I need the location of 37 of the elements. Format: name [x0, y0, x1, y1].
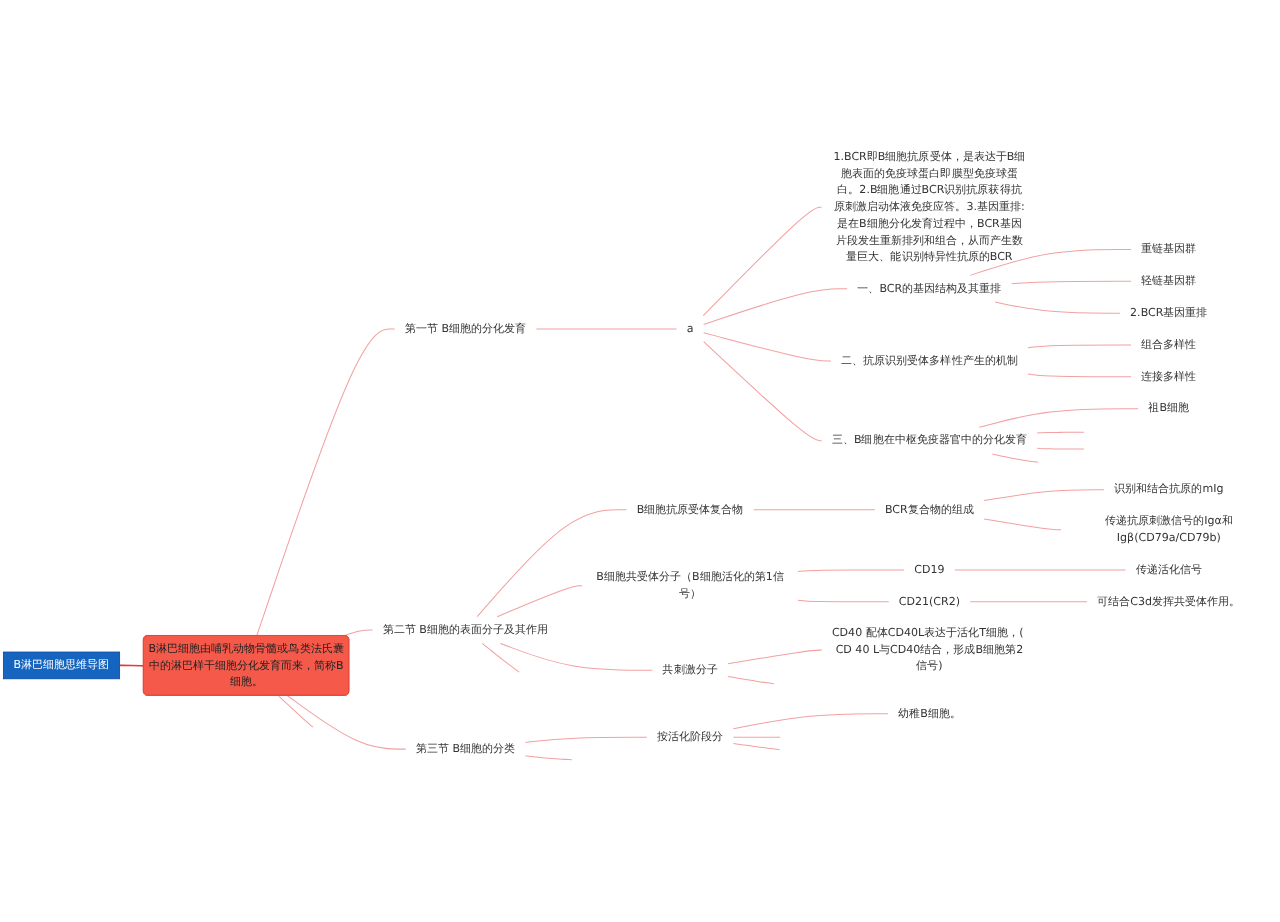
connector	[732, 713, 889, 730]
connector	[702, 206, 823, 317]
connector	[1036, 431, 1085, 434]
connector	[1011, 280, 1132, 285]
connector	[969, 249, 1132, 276]
connector	[703, 288, 848, 325]
connector	[732, 742, 781, 751]
connector	[703, 341, 823, 442]
connector	[481, 642, 520, 673]
connector	[256, 328, 396, 637]
connector	[797, 569, 905, 572]
connector	[797, 599, 890, 603]
connector	[727, 649, 823, 665]
connector	[524, 755, 573, 761]
connector	[732, 736, 781, 738]
connector	[535, 328, 677, 330]
connector	[954, 569, 1127, 571]
connector	[286, 695, 407, 750]
connector	[496, 585, 583, 618]
connector	[277, 695, 314, 728]
connector	[1027, 373, 1132, 378]
connector	[524, 736, 648, 743]
connector	[983, 489, 1105, 502]
connector	[500, 642, 653, 671]
connector	[991, 453, 1039, 463]
connector	[969, 601, 1088, 603]
connector	[994, 301, 1121, 314]
connector	[978, 408, 1139, 428]
connector	[983, 518, 1062, 531]
connector	[703, 332, 832, 362]
connector	[753, 509, 876, 511]
connector	[1027, 344, 1132, 349]
connector	[1036, 447, 1085, 450]
connector	[118, 664, 145, 667]
connector	[727, 676, 775, 685]
connector	[476, 509, 627, 618]
connector	[343, 629, 374, 637]
